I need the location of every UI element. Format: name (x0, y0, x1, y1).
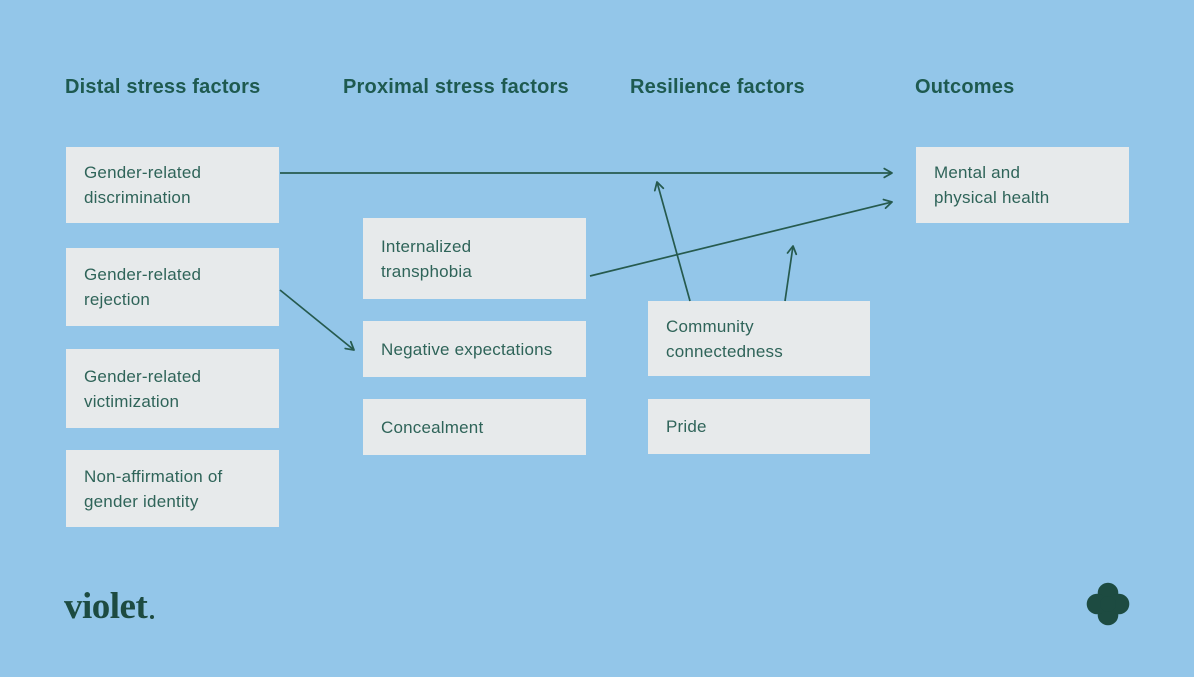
box-gender-related-rejection: Gender-related rejection (66, 248, 279, 326)
column-header-distal: Distal stress factors (65, 76, 261, 98)
column-header-resilience: Resilience factors (630, 76, 805, 98)
arrow-rejection-to-negative-expectations (279, 289, 355, 351)
box-internalized-transphobia: Internalized transphobia (363, 218, 586, 299)
box-negative-expectations: Negative expectations (363, 321, 586, 377)
violet-logo-text: violet (64, 586, 148, 627)
arrow-community-to-transphobia-pathway (784, 245, 798, 302)
column-header-outcomes: Outcomes (915, 76, 1015, 98)
violet-logo: violet (64, 586, 155, 627)
column-header-proximal: Proximal stress factors (343, 76, 569, 98)
box-gender-related-discrimination: Gender-related discrimination (66, 147, 279, 223)
box-pride: Pride (648, 399, 870, 454)
box-community-connectedness: Community connectedness (648, 301, 870, 376)
box-concealment: Concealment (363, 399, 586, 455)
box-non-affirmation: Non-affirmation of gender identity (66, 450, 279, 527)
logo-period-dot (150, 615, 155, 619)
box-gender-related-victimization: Gender-related victimization (66, 349, 279, 428)
box-mental-physical-health: Mental and physical health (916, 147, 1129, 223)
arrow-community-to-discrimination-pathway (653, 181, 691, 302)
clover-icon (1086, 582, 1130, 626)
arrow-transphobia-to-health (589, 198, 893, 277)
